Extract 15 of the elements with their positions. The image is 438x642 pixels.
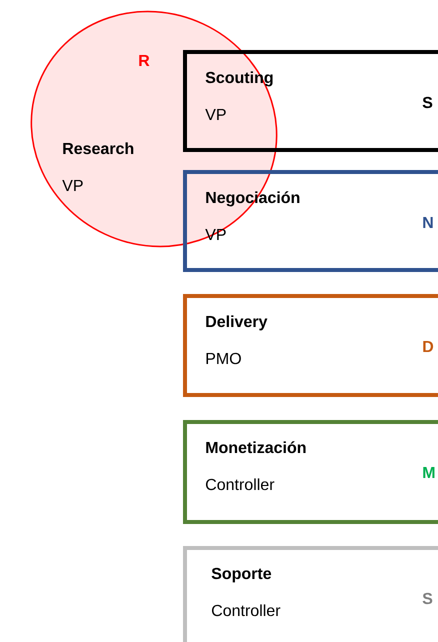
letter-label: R <box>139 55 150 66</box>
letter-label: S <box>422 592 432 604</box>
title-text: Delivery <box>206 315 268 330</box>
letter-label: S <box>422 96 432 108</box>
title-text: Soporte <box>212 568 272 582</box>
role-text: Controller <box>206 478 274 490</box>
role-text: VP <box>205 109 226 120</box>
role-text: VP <box>62 180 83 191</box>
title-text: Research <box>63 142 134 154</box>
letter-label: N <box>423 216 433 228</box>
letter-label: M <box>423 466 434 478</box>
title-text: Monetización <box>206 441 306 454</box>
role-text: Controller <box>212 604 280 616</box>
letter-label: D <box>423 340 434 352</box>
role-text: PMO <box>206 352 241 364</box>
